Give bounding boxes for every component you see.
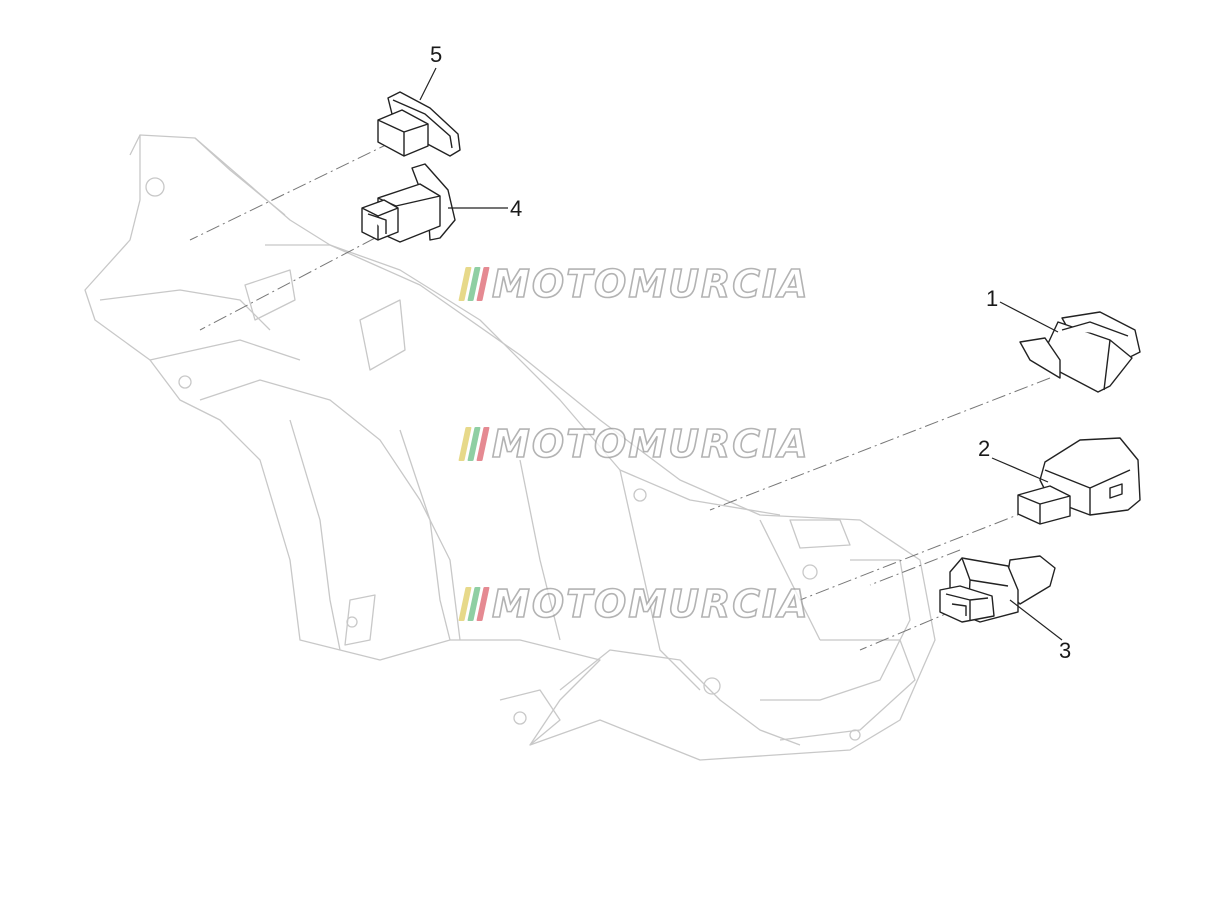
watermark-text: MOTOMURCIA: [491, 261, 810, 307]
part-5-switch-cap: [377, 91, 461, 157]
callout-1: 1: [986, 286, 999, 311]
part-4-switch: [361, 163, 456, 243]
watermark-logo-top: MOTOMURCIA: [458, 261, 810, 307]
part-2-switch-housing: [1017, 437, 1141, 525]
watermark-logo-bottom: MOTOMURCIA: [458, 581, 810, 627]
watermark-text: MOTOMURCIA: [491, 581, 810, 627]
watermark-stripes: [458, 267, 490, 301]
leader-lines: [189, 141, 1051, 651]
callout-3: 3: [1059, 638, 1072, 663]
watermark-stripes: [458, 587, 490, 621]
part-3-switch: [939, 555, 1056, 623]
watermark-logo-middle: MOTOMURCIA: [458, 421, 810, 467]
handlebar-cover: [84, 134, 936, 761]
watermark-stripes: [458, 427, 490, 461]
callout-2: 2: [978, 436, 991, 461]
callout-leaders: [419, 67, 1063, 641]
watermark-text: MOTOMURCIA: [491, 421, 810, 467]
part-1-switch-housing: [1019, 311, 1141, 393]
callout-5: 5: [430, 42, 443, 67]
callout-4: 4: [510, 196, 523, 221]
